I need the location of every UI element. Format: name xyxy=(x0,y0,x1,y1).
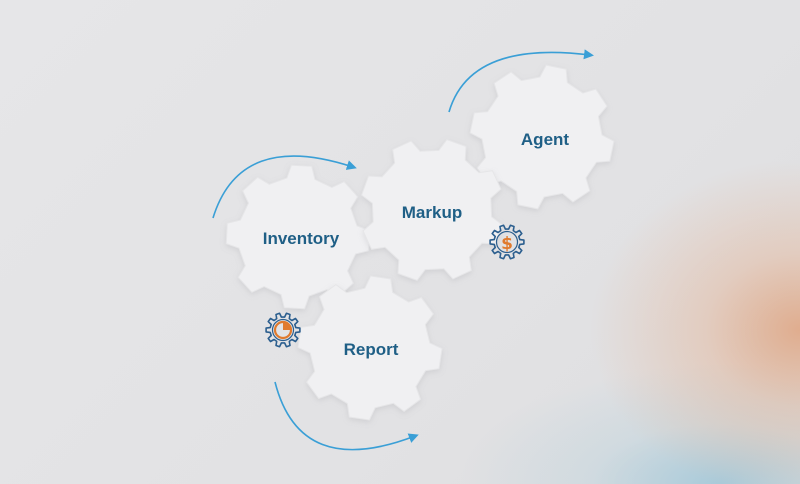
dollar-gear-icon: $ xyxy=(489,224,525,260)
dollar-sign: $ xyxy=(501,234,513,254)
gear-outline xyxy=(265,312,301,348)
gear-outline xyxy=(489,224,525,260)
pie-chart-gear-icon xyxy=(265,312,301,348)
arrow-to-markup xyxy=(212,155,357,219)
gear-markup xyxy=(361,139,503,281)
gear-label-inventory: Inventory xyxy=(263,229,340,248)
gear-label-agent: Agent xyxy=(521,130,570,149)
arrow-to-agent xyxy=(448,49,594,113)
gear-report xyxy=(297,275,443,421)
gear-inner-ring xyxy=(271,318,295,342)
gear-inner-ring xyxy=(495,230,519,254)
gear-agent xyxy=(469,64,615,210)
arrow-from-report xyxy=(274,381,419,451)
gears-layer xyxy=(225,64,615,421)
gear-label-report: Report xyxy=(344,340,399,359)
gear-label-markup: Markup xyxy=(402,203,462,222)
gear-inventory xyxy=(225,164,371,310)
